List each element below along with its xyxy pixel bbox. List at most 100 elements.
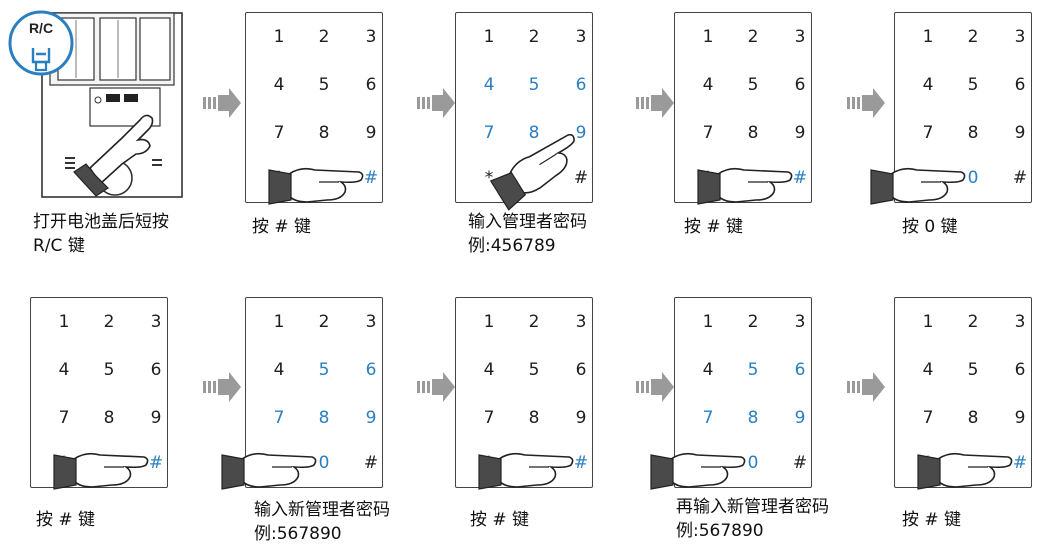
key-7[interactable]: 7 <box>273 408 285 428</box>
key-7[interactable]: 7 <box>483 123 495 143</box>
key-3[interactable]: 3 <box>365 312 377 332</box>
key-0[interactable]: 0 <box>747 453 759 473</box>
key-5[interactable]: 5 <box>318 75 330 95</box>
key-7[interactable]: 7 <box>483 408 495 428</box>
key-6[interactable]: 6 <box>365 75 377 95</box>
key-9[interactable]: 9 <box>365 123 377 143</box>
key-8[interactable]: 8 <box>528 123 540 143</box>
key-5[interactable]: 5 <box>967 360 979 380</box>
key-8[interactable]: 8 <box>747 123 759 143</box>
key-1[interactable]: 1 <box>483 27 495 47</box>
key-1[interactable]: 1 <box>922 312 934 332</box>
key-8[interactable]: 8 <box>528 408 540 428</box>
key-6[interactable]: 6 <box>794 75 806 95</box>
key-5[interactable]: 5 <box>318 360 330 380</box>
key-1[interactable]: 1 <box>922 27 934 47</box>
key-3[interactable]: 3 <box>365 27 377 47</box>
key-hash[interactable]: # <box>573 453 589 473</box>
key-7[interactable]: 7 <box>922 123 934 143</box>
key-7[interactable]: 7 <box>922 408 934 428</box>
key-6[interactable]: 6 <box>1014 75 1026 95</box>
key-8[interactable]: 8 <box>318 408 330 428</box>
rc-badge-label: R/C <box>28 20 54 36</box>
key-hash[interactable]: # <box>1012 168 1028 188</box>
key-9[interactable]: 9 <box>794 408 806 428</box>
key-9[interactable]: 9 <box>1014 123 1026 143</box>
key-9[interactable]: 9 <box>794 123 806 143</box>
key-5[interactable]: 5 <box>747 75 759 95</box>
lock-illustration <box>30 8 188 200</box>
key-5[interactable]: 5 <box>747 360 759 380</box>
key-7[interactable]: 7 <box>58 408 70 428</box>
key-6[interactable]: 6 <box>575 360 587 380</box>
key-6[interactable]: 6 <box>1014 360 1026 380</box>
key-2[interactable]: 2 <box>528 312 540 332</box>
key-3[interactable]: 3 <box>1014 312 1026 332</box>
key-1[interactable]: 1 <box>273 27 285 47</box>
key-2[interactable]: 2 <box>318 27 330 47</box>
key-4[interactable]: 4 <box>483 75 495 95</box>
key-5[interactable]: 5 <box>103 360 115 380</box>
key-6[interactable]: 6 <box>365 360 377 380</box>
key-hash[interactable]: # <box>363 453 379 473</box>
key-1[interactable]: 1 <box>483 312 495 332</box>
key-7[interactable]: 7 <box>702 123 714 143</box>
key-8[interactable]: 8 <box>747 408 759 428</box>
key-4[interactable]: 4 <box>58 360 70 380</box>
key-hash[interactable]: # <box>573 168 589 188</box>
key-3[interactable]: 3 <box>150 312 162 332</box>
key-3[interactable]: 3 <box>1014 27 1026 47</box>
key-7[interactable]: 7 <box>273 123 285 143</box>
key-hash[interactable]: # <box>363 168 379 188</box>
key-0[interactable]: 0 <box>967 168 979 188</box>
key-4[interactable]: 4 <box>922 360 934 380</box>
key-3[interactable]: 3 <box>794 312 806 332</box>
key-9[interactable]: 9 <box>575 123 587 143</box>
key-5[interactable]: 5 <box>528 75 540 95</box>
key-star[interactable]: * <box>484 168 494 188</box>
key-2[interactable]: 2 <box>747 312 759 332</box>
key-4[interactable]: 4 <box>702 360 714 380</box>
key-1[interactable]: 1 <box>702 27 714 47</box>
key-1[interactable]: 1 <box>58 312 70 332</box>
key-2[interactable]: 2 <box>103 312 115 332</box>
key-6[interactable]: 6 <box>575 75 587 95</box>
key-1[interactable]: 1 <box>702 312 714 332</box>
caption-step-5: 按 0 键 <box>902 217 958 237</box>
key-2[interactable]: 2 <box>967 312 979 332</box>
key-4[interactable]: 4 <box>702 75 714 95</box>
key-4[interactable]: 4 <box>273 75 285 95</box>
key-4[interactable]: 4 <box>273 360 285 380</box>
key-8[interactable]: 8 <box>318 123 330 143</box>
key-9[interactable]: 9 <box>365 408 377 428</box>
key-8[interactable]: 8 <box>103 408 115 428</box>
key-7[interactable]: 7 <box>702 408 714 428</box>
key-5[interactable]: 5 <box>967 75 979 95</box>
key-3[interactable]: 3 <box>794 27 806 47</box>
key-1[interactable]: 1 <box>273 312 285 332</box>
key-6[interactable]: 6 <box>794 360 806 380</box>
key-hash[interactable]: # <box>792 453 808 473</box>
key-2[interactable]: 2 <box>528 27 540 47</box>
key-8[interactable]: 8 <box>967 123 979 143</box>
key-4[interactable]: 4 <box>922 75 934 95</box>
key-9[interactable]: 9 <box>1014 408 1026 428</box>
key-hash[interactable]: # <box>1012 453 1028 473</box>
key-2[interactable]: 2 <box>967 27 979 47</box>
key-8[interactable]: 8 <box>967 408 979 428</box>
key-3[interactable]: 3 <box>575 312 587 332</box>
arrow-icon <box>203 88 241 118</box>
key-hash[interactable]: # <box>792 168 808 188</box>
key-9[interactable]: 9 <box>150 408 162 428</box>
key-hash[interactable]: # <box>148 453 164 473</box>
key-2[interactable]: 2 <box>747 27 759 47</box>
key-4[interactable]: 4 <box>483 360 495 380</box>
key-6[interactable]: 6 <box>150 360 162 380</box>
key-5[interactable]: 5 <box>528 360 540 380</box>
key-0[interactable]: 0 <box>318 453 330 473</box>
key-9[interactable]: 9 <box>575 408 587 428</box>
key-3[interactable]: 3 <box>575 27 587 47</box>
key-2[interactable]: 2 <box>318 312 330 332</box>
